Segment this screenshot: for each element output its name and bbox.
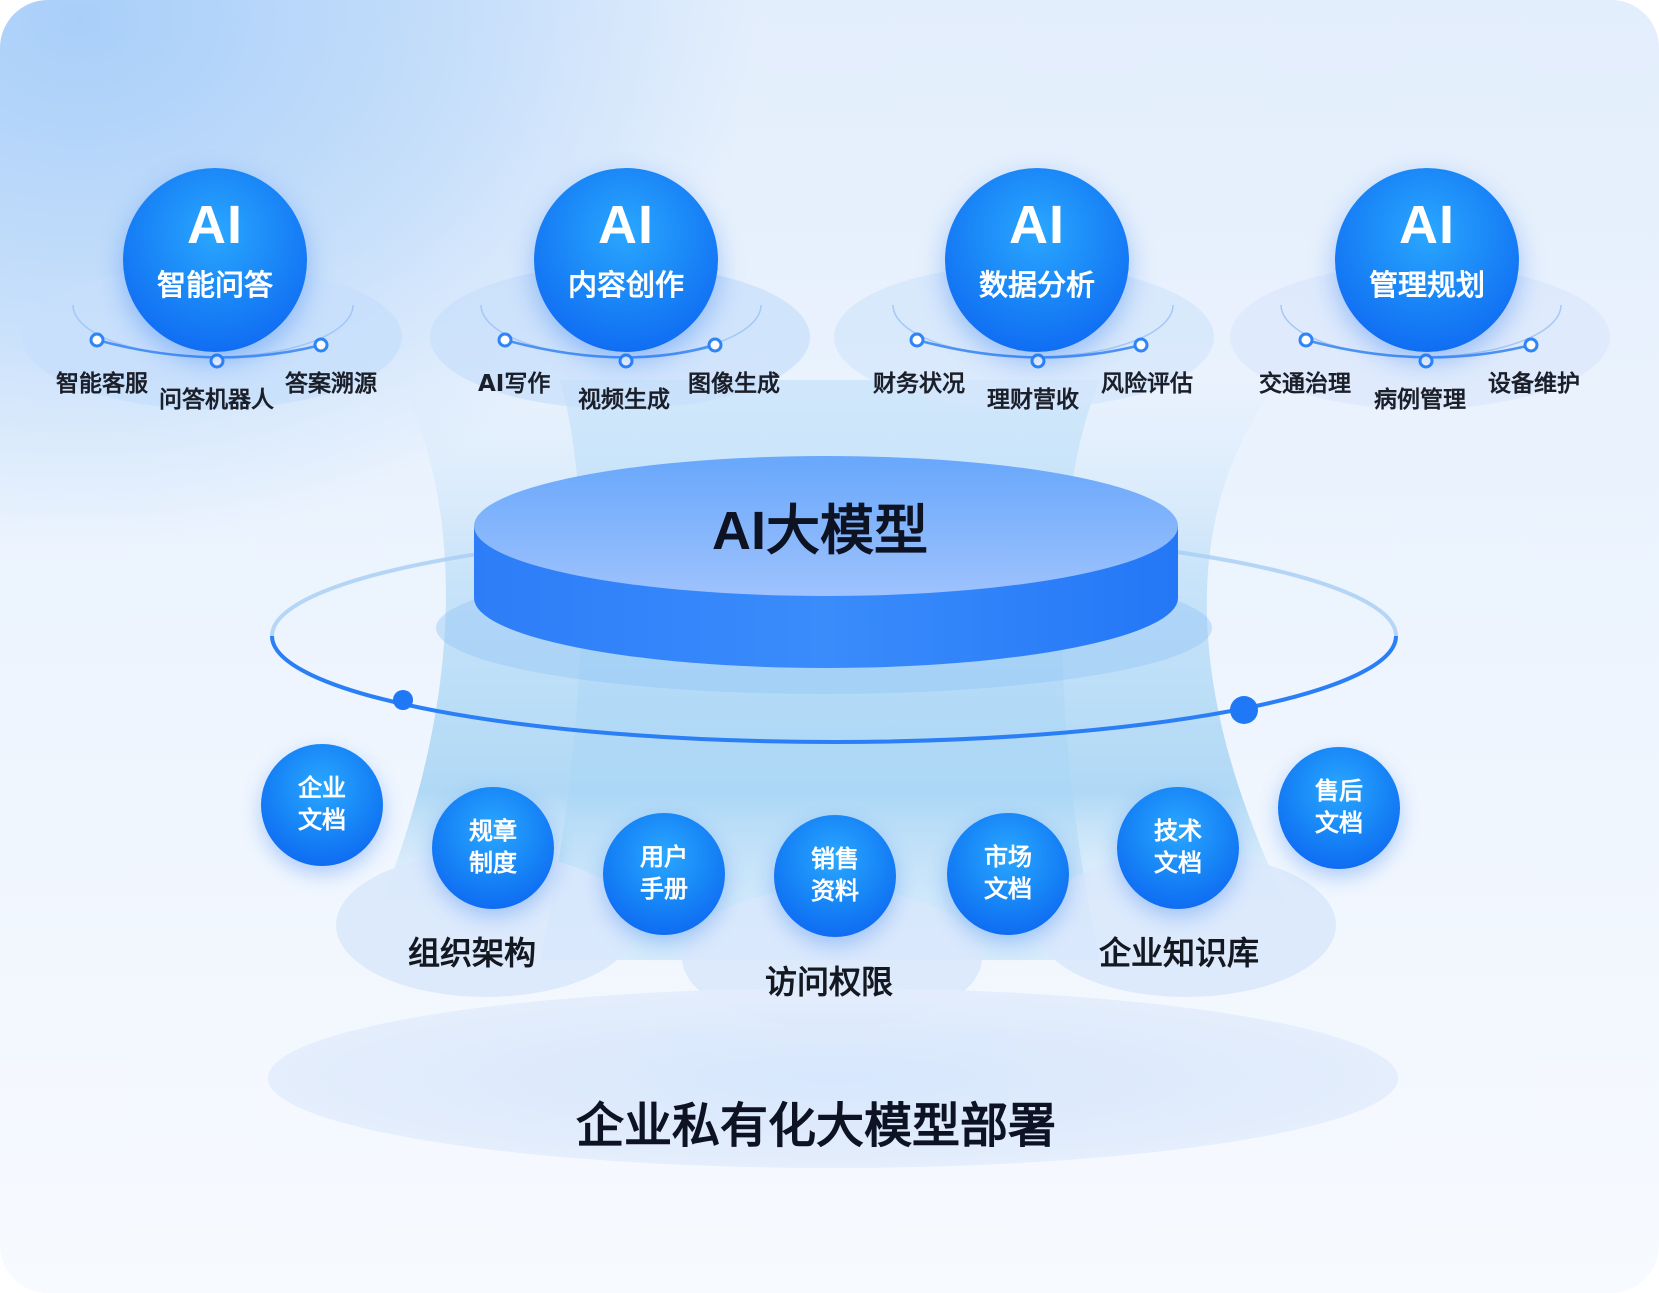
ai-mark: AI [1009,195,1065,255]
ai-mark: AI [598,195,654,255]
ai-bubble-title: 内容创作 [567,268,684,302]
plate-left [336,853,636,997]
doc-bubble-manual: 用户 手册 [603,813,725,935]
sub-label: 理财营收 [987,387,1079,413]
doc-label-line2: 手册 [640,875,688,903]
sub-label: 病例管理 [1374,387,1466,413]
sub-label: AI写作 [478,371,551,397]
ai-bubble-qa: AI 智能问答 [123,168,307,352]
doc-label-line1: 销售 [811,845,859,873]
sub-label: 财务状况 [873,371,965,397]
group-label-kb: 企业知识库 [1099,934,1260,972]
doc-label-line2: 制度 [469,849,517,877]
doc-bubble-sales: 销售 资料 [774,815,896,937]
plate-right [1036,853,1336,997]
doc-label-line2: 文档 [298,806,346,834]
sub-label: 视频生成 [578,387,670,413]
doc-bubble-tech: 技术 文档 [1117,787,1239,909]
group-label-access: 访问权限 [765,963,894,1001]
doc-label-line1: 售后 [1315,777,1363,805]
sub-label: 图像生成 [688,371,780,397]
doc-label-line2: 文档 [1154,849,1202,877]
model-title: AI大模型 [712,501,928,561]
deploy-title: 企业私有化大模型部署 [576,1098,1057,1154]
model-disk-top [474,456,1178,596]
group-label-org: 组织架构 [408,934,537,972]
doc-label-line1: 企业 [298,774,346,802]
sub-label: 设备维护 [1488,371,1580,397]
base-plate [268,988,1398,1168]
doc-label-line1: 市场 [984,843,1032,871]
sub-label: 问答机器人 [159,387,274,413]
model-ring-front [270,635,1398,744]
ai-bubble-plan: AI 管理规划 [1335,168,1519,352]
ai-bubble-title: 数据分析 [978,268,1095,302]
doc-label-line2: 文档 [984,875,1032,903]
doc-label-line2: 文档 [1315,809,1363,837]
doc-label-line2: 资料 [811,877,859,905]
doc-bubble-after-sales: 售后 文档 [1278,747,1400,869]
doc-bubble-enterprise-docs: 企业 文档 [261,744,383,866]
ai-mark: AI [187,195,243,255]
ai-mark: AI [1399,195,1455,255]
sub-label: 答案溯源 [285,371,377,397]
ai-bubble-data: AI 数据分析 [945,168,1129,352]
ai-bubble-title: 智能问答 [156,268,273,302]
doc-label-line1: 规章 [469,817,517,845]
doc-bubble-market: 市场 文档 [947,813,1069,935]
doc-label-line1: 技术 [1154,817,1202,845]
ai-bubble-title: 管理规划 [1368,268,1485,302]
sub-label: 交通治理 [1259,371,1351,397]
sub-label: 风险评估 [1101,371,1193,397]
doc-label-line1: 用户 [640,843,688,871]
sub-label: 智能客服 [56,371,148,397]
doc-bubble-rules: 规章 制度 [432,787,554,909]
ai-bubble-content: AI 内容创作 [534,168,718,352]
